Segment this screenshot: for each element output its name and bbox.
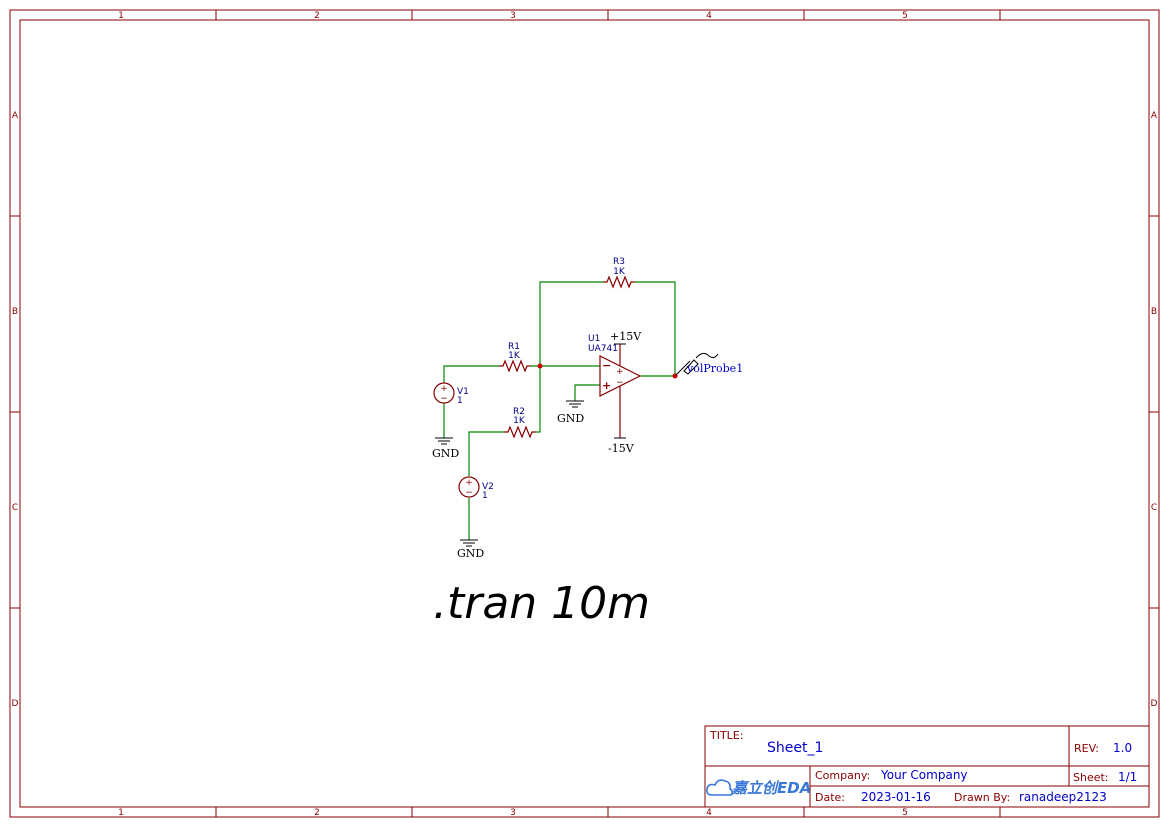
rev-value[interactable]: 1.0: [1113, 741, 1132, 755]
row-label-right-c: C: [1151, 503, 1157, 513]
net-vminus[interactable]: -15V: [608, 437, 635, 455]
wire-noninv-gnd[interactable]: [574, 384, 600, 401]
row-label-left-c: C: [12, 503, 18, 513]
wire-r2-junction[interactable]: [536, 366, 541, 433]
sheet-label: Sheet:: [1073, 771, 1109, 784]
rev-label: REV:: [1074, 742, 1099, 755]
v2-polarity-plus: +: [465, 478, 473, 488]
row-label-left-a: A: [12, 111, 19, 121]
resistor-r3[interactable]: R3 1K: [603, 257, 635, 289]
col-label-bottom-1: 1: [118, 808, 124, 818]
row-label-right-a: A: [1151, 111, 1158, 121]
vminus-label: -15V: [608, 442, 635, 455]
row-label-right-b: B: [1151, 307, 1157, 317]
col-label-bottom-2: 2: [314, 808, 320, 818]
u1-value: UA741: [588, 344, 618, 354]
resistor-r1[interactable]: R1 1K: [499, 342, 530, 373]
row-label-left-d: D: [12, 699, 19, 709]
v2-value: 1: [482, 491, 488, 501]
col-label-top-2: 2: [314, 11, 320, 21]
cloud-icon: [706, 779, 734, 796]
title-block: TITLE: Sheet_1 REV: 1.0 嘉立创EDA Company: …: [704, 725, 1150, 808]
row-label-left-b: B: [12, 307, 18, 317]
row-label-right-d: D: [1151, 699, 1158, 709]
col-label-top-4: 4: [706, 11, 712, 21]
frame-column-labels: 1 2 3 4 5 1 2 3 4 5: [118, 11, 908, 818]
col-label-bottom-3: 3: [510, 808, 516, 818]
probe-icon: [675, 352, 719, 376]
net-vplus[interactable]: +15V: [610, 330, 642, 345]
r3-value: 1K: [613, 267, 626, 277]
col-label-top-3: 3: [510, 11, 516, 21]
v2-ref: V2: [482, 482, 494, 492]
sheet-value: 1/1: [1118, 770, 1137, 784]
col-label-top-5: 5: [902, 11, 908, 21]
opamp-u1[interactable]: U1 UA741 − + + −: [588, 334, 642, 438]
wire-feedback-right[interactable]: [635, 281, 676, 376]
v1-polarity-plus: +: [440, 384, 448, 394]
gnd-label-opamp: GND: [557, 412, 584, 425]
drawing-frame: [9, 9, 1160, 818]
gnd-label-v1: GND: [432, 447, 459, 460]
wire-v2-r2[interactable]: [468, 431, 504, 476]
r3-ref: R3: [613, 257, 625, 267]
v1-polarity-minus: −: [440, 394, 448, 404]
col-label-bottom-5: 5: [902, 808, 908, 818]
col-label-top-1: 1: [118, 11, 124, 21]
simulation-directive[interactable]: .tran 10m: [433, 578, 650, 629]
voltage-source-v1[interactable]: + − V1 1: [433, 382, 469, 406]
r2-value: 1K: [513, 416, 526, 426]
title-label: TITLE:: [709, 729, 743, 742]
company-value[interactable]: Your Company: [880, 768, 968, 782]
r2-ref: R2: [513, 407, 525, 417]
r1-ref: R1: [508, 342, 520, 352]
wires[interactable]: [443, 281, 676, 540]
col-label-bottom-4: 4: [706, 808, 712, 818]
gnd-label-v2: GND: [457, 547, 484, 560]
logo: 嘉立创EDA: [706, 779, 811, 797]
r1-value: 1K: [508, 351, 521, 361]
logo-text: 嘉立创EDA: [731, 779, 811, 797]
probe-label: volProbe1: [686, 362, 743, 375]
u1-input-plus: +: [602, 379, 611, 392]
drawn-by-value[interactable]: ranadeep2123: [1019, 790, 1107, 804]
title-value[interactable]: Sheet_1: [767, 740, 823, 756]
company-label: Company:: [815, 769, 870, 782]
u1-input-minus: −: [602, 359, 611, 372]
voltage-probe[interactable]: volProbe1: [675, 352, 743, 376]
frame-row-labels: A B C D A B C D: [12, 111, 1158, 709]
vplus-label: +15V: [610, 330, 642, 343]
gnd-symbol-v1[interactable]: GND: [432, 437, 459, 460]
u1-ref: U1: [588, 334, 600, 344]
voltage-source-v2[interactable]: + − V2 1: [458, 476, 494, 501]
v2-polarity-minus: −: [465, 488, 473, 498]
date-value[interactable]: 2023-01-16: [861, 790, 931, 804]
wire-v1-r1[interactable]: [443, 365, 499, 383]
date-label: Date:: [815, 791, 845, 804]
u1-supply-minus: −: [616, 378, 624, 388]
gnd-symbol-opamp[interactable]: GND: [557, 400, 584, 425]
gnd-symbol-v2[interactable]: GND: [457, 539, 484, 560]
wire-feedback-left[interactable]: [539, 281, 603, 366]
v1-ref: V1: [457, 387, 469, 397]
resistor-r2[interactable]: R2 1K: [504, 407, 536, 439]
u1-supply-plus: +: [616, 367, 624, 377]
v1-value: 1: [457, 396, 463, 406]
junction-dot-inverting: [537, 363, 543, 369]
drawn-by-label: Drawn By:: [954, 791, 1010, 804]
